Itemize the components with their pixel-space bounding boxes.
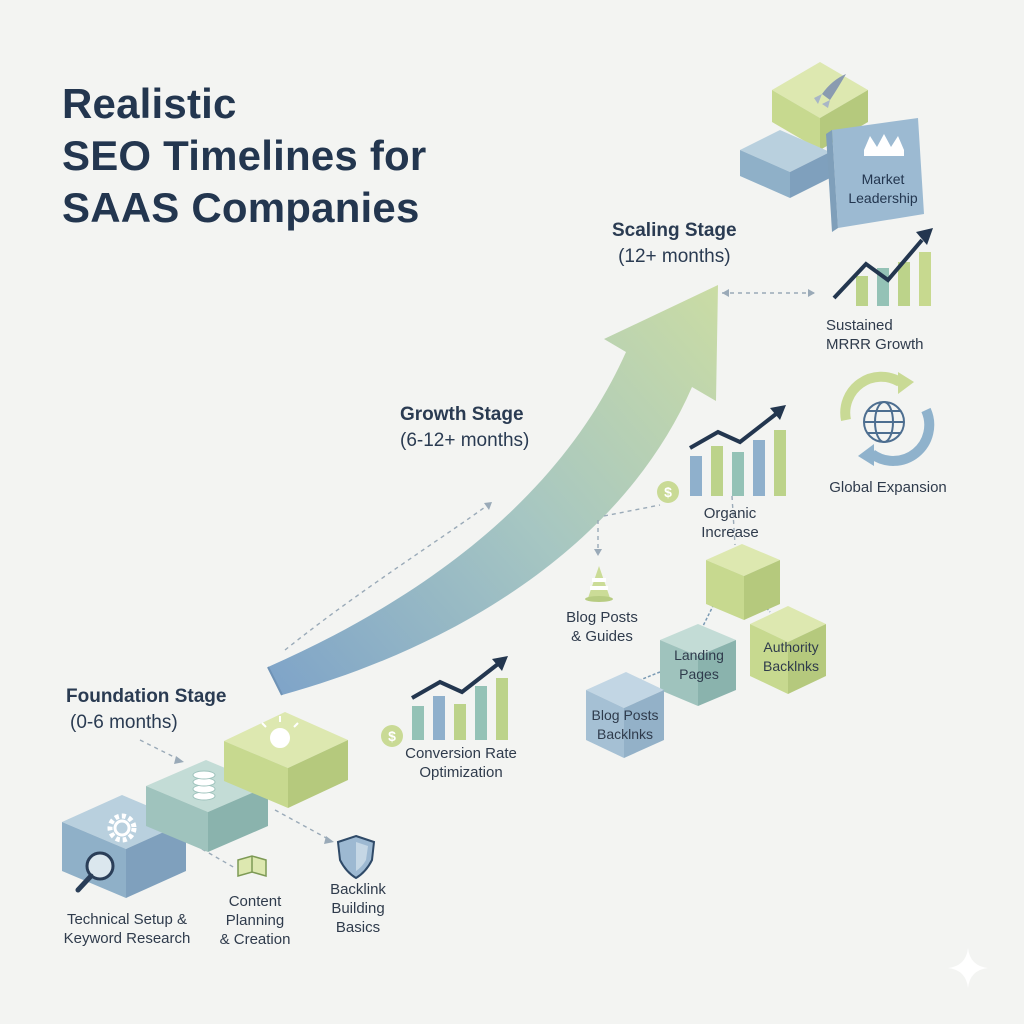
label-line: Blog Posts	[566, 609, 638, 626]
growth-arrow	[267, 285, 718, 696]
magnifier-icon	[75, 851, 115, 893]
growth-cube-top	[706, 544, 780, 620]
title-line: SEO Timelines for	[62, 132, 427, 179]
label-line: Authority	[763, 639, 819, 655]
label-line: Conversion Rate	[405, 745, 517, 762]
label-conversion-rate: Conversion Rate Optimization	[386, 744, 536, 782]
label-line: Blog Posts	[591, 707, 659, 723]
label-line: Optimization	[419, 764, 503, 781]
label-content-planning: Content Planning & Creation	[210, 892, 300, 949]
cone-icon	[585, 566, 613, 602]
label-line: Organic	[703, 505, 757, 522]
stage-name: Scaling Stage	[612, 220, 737, 241]
stage-name: Foundation Stage	[66, 686, 227, 707]
dashed-connectors	[139, 292, 815, 869]
label-line: Keyword Research	[63, 930, 191, 947]
stage-duration: (12+ months)	[618, 246, 731, 267]
label-technical-setup: Technical Setup & Keyword Research	[52, 910, 202, 948]
shield-icon	[336, 834, 376, 880]
label-sustained-mrr: Sustained MRRR Growth	[826, 316, 946, 354]
crown-icon	[864, 134, 904, 156]
label-line: Landing	[674, 647, 724, 663]
label-global-expansion: Global Expansion	[818, 478, 958, 497]
gear-icon	[107, 813, 137, 843]
dollar-icon: $	[381, 725, 403, 747]
label-line: Backlnks	[596, 726, 654, 742]
growth-cube-blog-backlinks	[586, 672, 664, 758]
label-line: Leadership	[848, 190, 918, 206]
label-line: Global Expansion	[829, 479, 947, 496]
label-line: Increase	[701, 524, 759, 541]
svg-text:$: $	[388, 728, 396, 744]
label-line: Basics	[335, 919, 381, 936]
label-line: Building	[331, 900, 385, 917]
connector-arrowheads	[174, 289, 815, 844]
stage-name: Growth Stage	[400, 404, 524, 425]
title-line: SAAS Companies	[62, 184, 420, 231]
lightbulb-icon	[261, 716, 299, 748]
stage-scaling: Scaling Stage (12+ months)	[612, 218, 737, 270]
label-line: Market	[861, 171, 905, 187]
stage-growth: Growth Stage (6-12+ months)	[400, 402, 529, 454]
stage-foundation: Foundation Stage (0-6 months)	[66, 684, 226, 736]
organic-bar-chart	[689, 405, 786, 496]
label-blog-guides: Blog Posts & Guides	[554, 608, 650, 646]
label-backlink-basics: Backlink Building Basics	[318, 880, 398, 937]
label-line: Technical Setup &	[66, 911, 188, 928]
conversion-bar-chart	[411, 656, 508, 740]
stage-duration: (0-6 months)	[70, 712, 178, 733]
label-line: Sustained	[826, 317, 893, 334]
growth-cube-authority	[750, 606, 826, 694]
label-blog-backlinks: Blog Posts Backlnks	[584, 706, 666, 744]
globe-icon	[863, 401, 905, 443]
label-line: Planning	[225, 912, 285, 929]
label-line: MRRR Growth	[826, 336, 924, 353]
svg-text:$: $	[664, 484, 672, 500]
label-landing-pages: Landing Pages	[660, 646, 738, 684]
label-line: Backlink	[330, 881, 386, 898]
stage-duration: (6-12+ months)	[400, 430, 530, 451]
label-line: Pages	[679, 666, 719, 682]
growth-cube-landing	[660, 624, 736, 706]
label-line: Content	[228, 893, 282, 910]
sparkle-icon	[948, 948, 988, 988]
label-authority-backlinks: Authority Backlnks	[750, 638, 832, 676]
book-icon	[237, 855, 267, 877]
rocket-icon	[814, 74, 846, 108]
dollar-icon: $	[657, 481, 679, 503]
label-line: Backlnks	[762, 658, 820, 674]
globe-cycle-icon	[840, 371, 935, 466]
coin-stack-icon	[192, 770, 216, 801]
title-line: Realistic	[62, 80, 237, 127]
label-line: & Guides	[571, 628, 633, 645]
label-line: & Creation	[219, 931, 291, 948]
label-market-leadership: Market Leadership	[838, 170, 928, 208]
mrr-bar-chart	[832, 228, 933, 306]
label-organic-increase: Organic Increase	[680, 504, 780, 542]
page-title: Realistic SEO Timelines for SAAS Compani…	[62, 78, 426, 234]
